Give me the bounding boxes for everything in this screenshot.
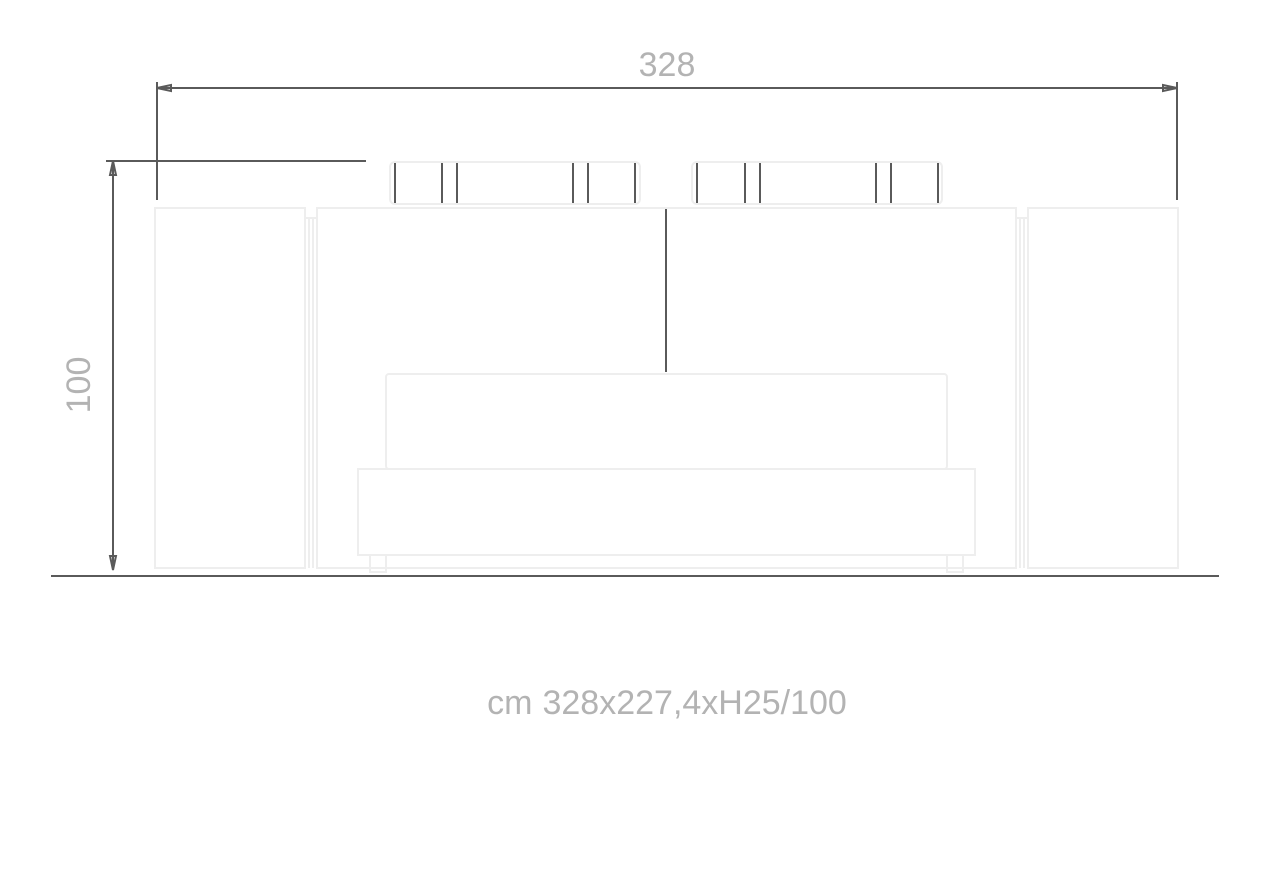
left-nightstand bbox=[154, 207, 306, 569]
height-label: 100 bbox=[60, 357, 98, 414]
headboard bbox=[316, 207, 1017, 569]
unit-label: cm bbox=[487, 684, 533, 722]
arrow-right-icon bbox=[1162, 83, 1178, 93]
dimension-lines bbox=[51, 82, 1219, 577]
right-nightstand bbox=[1027, 207, 1179, 569]
right-lamp bbox=[691, 161, 943, 205]
right-foot bbox=[946, 554, 964, 573]
bed-frame bbox=[357, 468, 976, 556]
lamp-details bbox=[394, 163, 939, 372]
left-lamp bbox=[389, 161, 641, 205]
mattress bbox=[385, 373, 948, 470]
arrow-up-icon bbox=[108, 160, 118, 176]
size-label: 328x227,4xH25/100 bbox=[542, 684, 847, 722]
arrow-down-icon bbox=[108, 555, 118, 571]
width-label: 328 bbox=[639, 46, 696, 84]
arrow-left-icon bbox=[156, 83, 172, 93]
left-foot bbox=[369, 554, 387, 573]
bed-outline bbox=[154, 161, 1179, 573]
